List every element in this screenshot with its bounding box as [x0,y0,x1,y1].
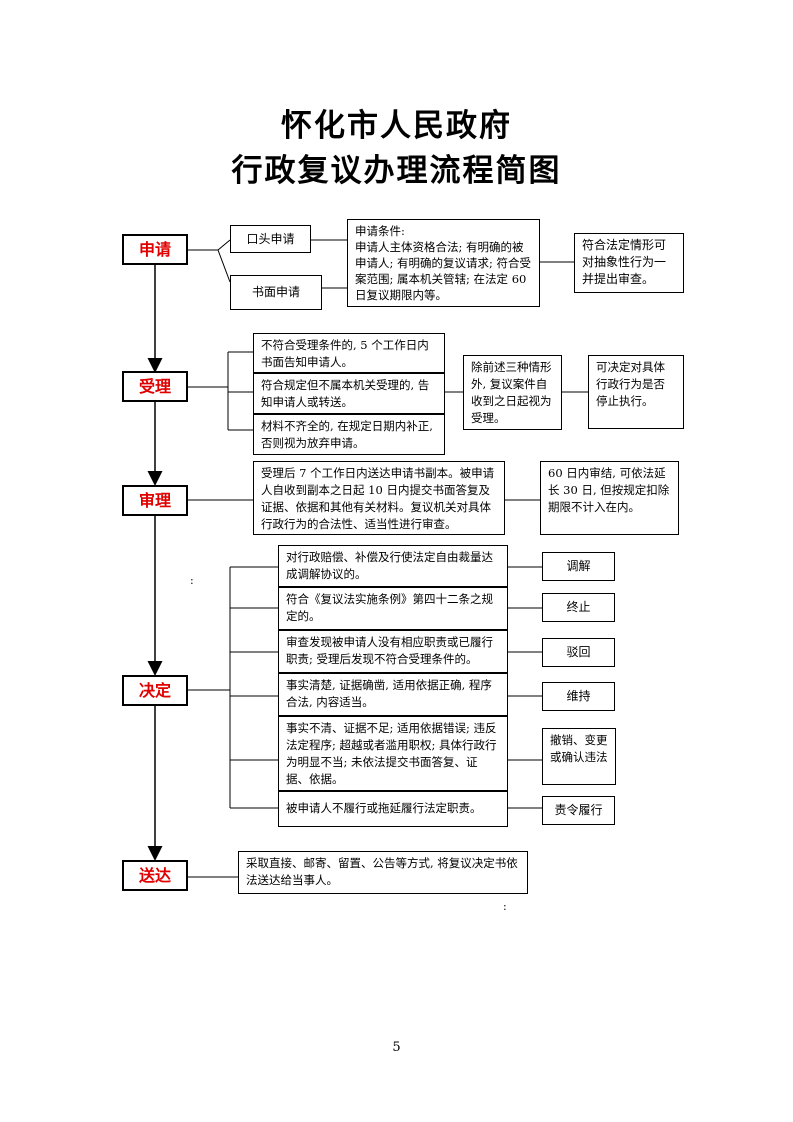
delivery-method-box: 采取直接、邮寄、留置、公告等方式, 将复议决定书依法送达给当事人。 [238,851,528,894]
transfer-notice-box: 符合规定但不属本机关受理的, 告知申请人或转送。 [253,373,445,414]
colon-mark-left: : [190,574,194,587]
title-line1: 怀化市人民政府 [281,108,512,144]
decision-condition-revoke: 事实不清、证据不足; 适用依据错误; 违反法定程序; 超越或者滥用职权; 具体行… [278,716,508,791]
decision-condition-uphold: 事实清楚, 证据确凿, 适用依据正确, 程序合法, 内容适当。 [278,673,508,716]
decision-result-mediation: 调解 [542,552,615,581]
page-number: 5 [392,1040,401,1055]
abstract-review-box: 符合法定情形可对抽象性行为一并提出审查。 [574,233,684,293]
decision-result-order-perform: 责令履行 [542,796,615,825]
decision-result-revoke: 撤销、变更或确认违法 [542,728,616,785]
title-line2: 行政复议办理流程简图 [231,153,562,189]
stage-review: 审理 [122,485,188,516]
reject-notice-box: 不符合受理条件的, 5 个工作日内书面告知申请人。 [253,333,445,373]
written-application-box: 书面申请 [230,275,322,310]
application-conditions-box: 申请条件: 申请人主体资格合法; 有明确的被申请人; 有明确的复议请求; 符合受… [347,219,540,307]
colon-mark-bottom: : [503,900,507,913]
oral-application-box: 口头申请 [230,225,311,253]
decision-result-termination: 终止 [542,593,615,622]
decision-condition-dismiss: 审查发现被申请人没有相应职责或已履行职责; 受理后发现不符合受理条件的。 [278,630,508,673]
decision-result-dismiss: 驳回 [542,638,615,667]
review-deadline-box: 60 日内审结, 可依法延长 30 日, 但按规定扣除期限不计入在内。 [540,461,679,535]
decision-result-uphold: 维持 [542,682,615,711]
decision-condition-order-perform: 被申请人不履行或拖延履行法定职责。 [278,791,508,827]
stage-decide: 决定 [122,675,188,706]
stage-deliver: 送达 [122,860,188,891]
stage-accept: 受理 [122,371,188,402]
stage-apply: 申请 [122,234,188,265]
suspend-execution-box: 可决定对具体行政行为是否停止执行。 [588,355,684,429]
review-process-box: 受理后 7 个工作日内送达申请书副本。被申请人自收到副本之日起 10 日内提交书… [253,461,505,535]
decision-condition-mediation: 对行政赔偿、补偿及行使法定自由裁量达成调解协议的。 [278,545,508,587]
supplement-materials-box: 材料不齐全的, 在规定日期内补正, 否则视为放弃申请。 [253,414,445,455]
decision-condition-termination: 符合《复议法实施条例》第四十二条之规定的。 [278,587,508,630]
deemed-accepted-box: 除前述三种情形外, 复议案件自收到之日起视为受理。 [463,355,562,430]
